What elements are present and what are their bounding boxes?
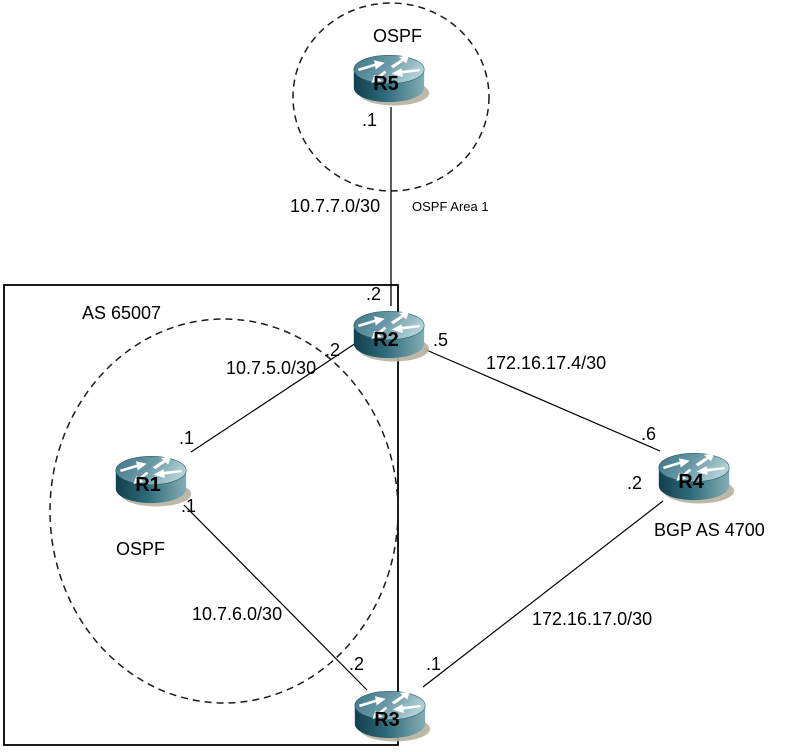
- router-icon: [353, 310, 430, 362]
- router-r1-label: R1: [135, 474, 161, 496]
- if-label-r2-dot5: .5: [433, 330, 449, 350]
- bgp-as-4700-label: BGP AS 4700: [654, 520, 765, 540]
- link-r3-r4: [422, 500, 664, 688]
- if-label-r2-dot2-left: .2: [325, 340, 341, 360]
- network-label-10-7-5-0-30: 10.7.5.0/30: [226, 358, 317, 378]
- if-label-r1-dot1-top: .1: [179, 428, 195, 448]
- if-label-r5-dot1: .1: [362, 110, 378, 130]
- if-label-r4-dot6: .6: [641, 424, 657, 444]
- router-icon: [115, 455, 192, 507]
- as65007-ospf-dashed-circle: [49, 318, 399, 704]
- router-r5: R5: [347, 46, 431, 108]
- link-r1-r2: [190, 340, 360, 453]
- router-r5-label: R5: [373, 73, 399, 95]
- router-r4: R4: [652, 444, 736, 506]
- as65007-ospf-label: OSPF: [116, 539, 166, 559]
- if-label-r3-dot2: .2: [349, 654, 365, 674]
- router-icon: [658, 452, 735, 504]
- router-r2-label: R2: [373, 329, 399, 351]
- link-r2-r4: [423, 348, 661, 452]
- if-label-r2-dot2-top: .2: [366, 284, 382, 304]
- as-65007-label: AS 65007: [82, 303, 162, 323]
- network-label-10-7-7-0-30: 10.7.7.0/30: [290, 196, 381, 216]
- network-label-172-16-17-0-30: 172.16.17.0/30: [532, 609, 653, 629]
- if-label-r1-dot1-bottom: .1: [181, 496, 197, 516]
- ospf-area1-zone-label: OSPF: [373, 26, 423, 46]
- network-label-172-16-17-4-30: 172.16.17.4/30: [486, 353, 607, 373]
- network-label-10-7-6-0-30: 10.7.6.0/30: [192, 604, 283, 624]
- router-r2: R2: [347, 302, 431, 364]
- ospf-area1-annotation: OSPF Area 1: [412, 199, 489, 214]
- router-icon: [353, 54, 430, 106]
- router-r3: R3: [348, 682, 432, 744]
- router-r1: R1: [109, 447, 193, 509]
- router-icon: [354, 690, 431, 742]
- link-r1-r3: [183, 504, 368, 691]
- router-r4-label: R4: [678, 471, 704, 493]
- router-r3-label: R3: [374, 709, 400, 731]
- if-label-r3-dot1: .1: [426, 654, 442, 674]
- if-label-r4-dot2: .2: [627, 473, 643, 493]
